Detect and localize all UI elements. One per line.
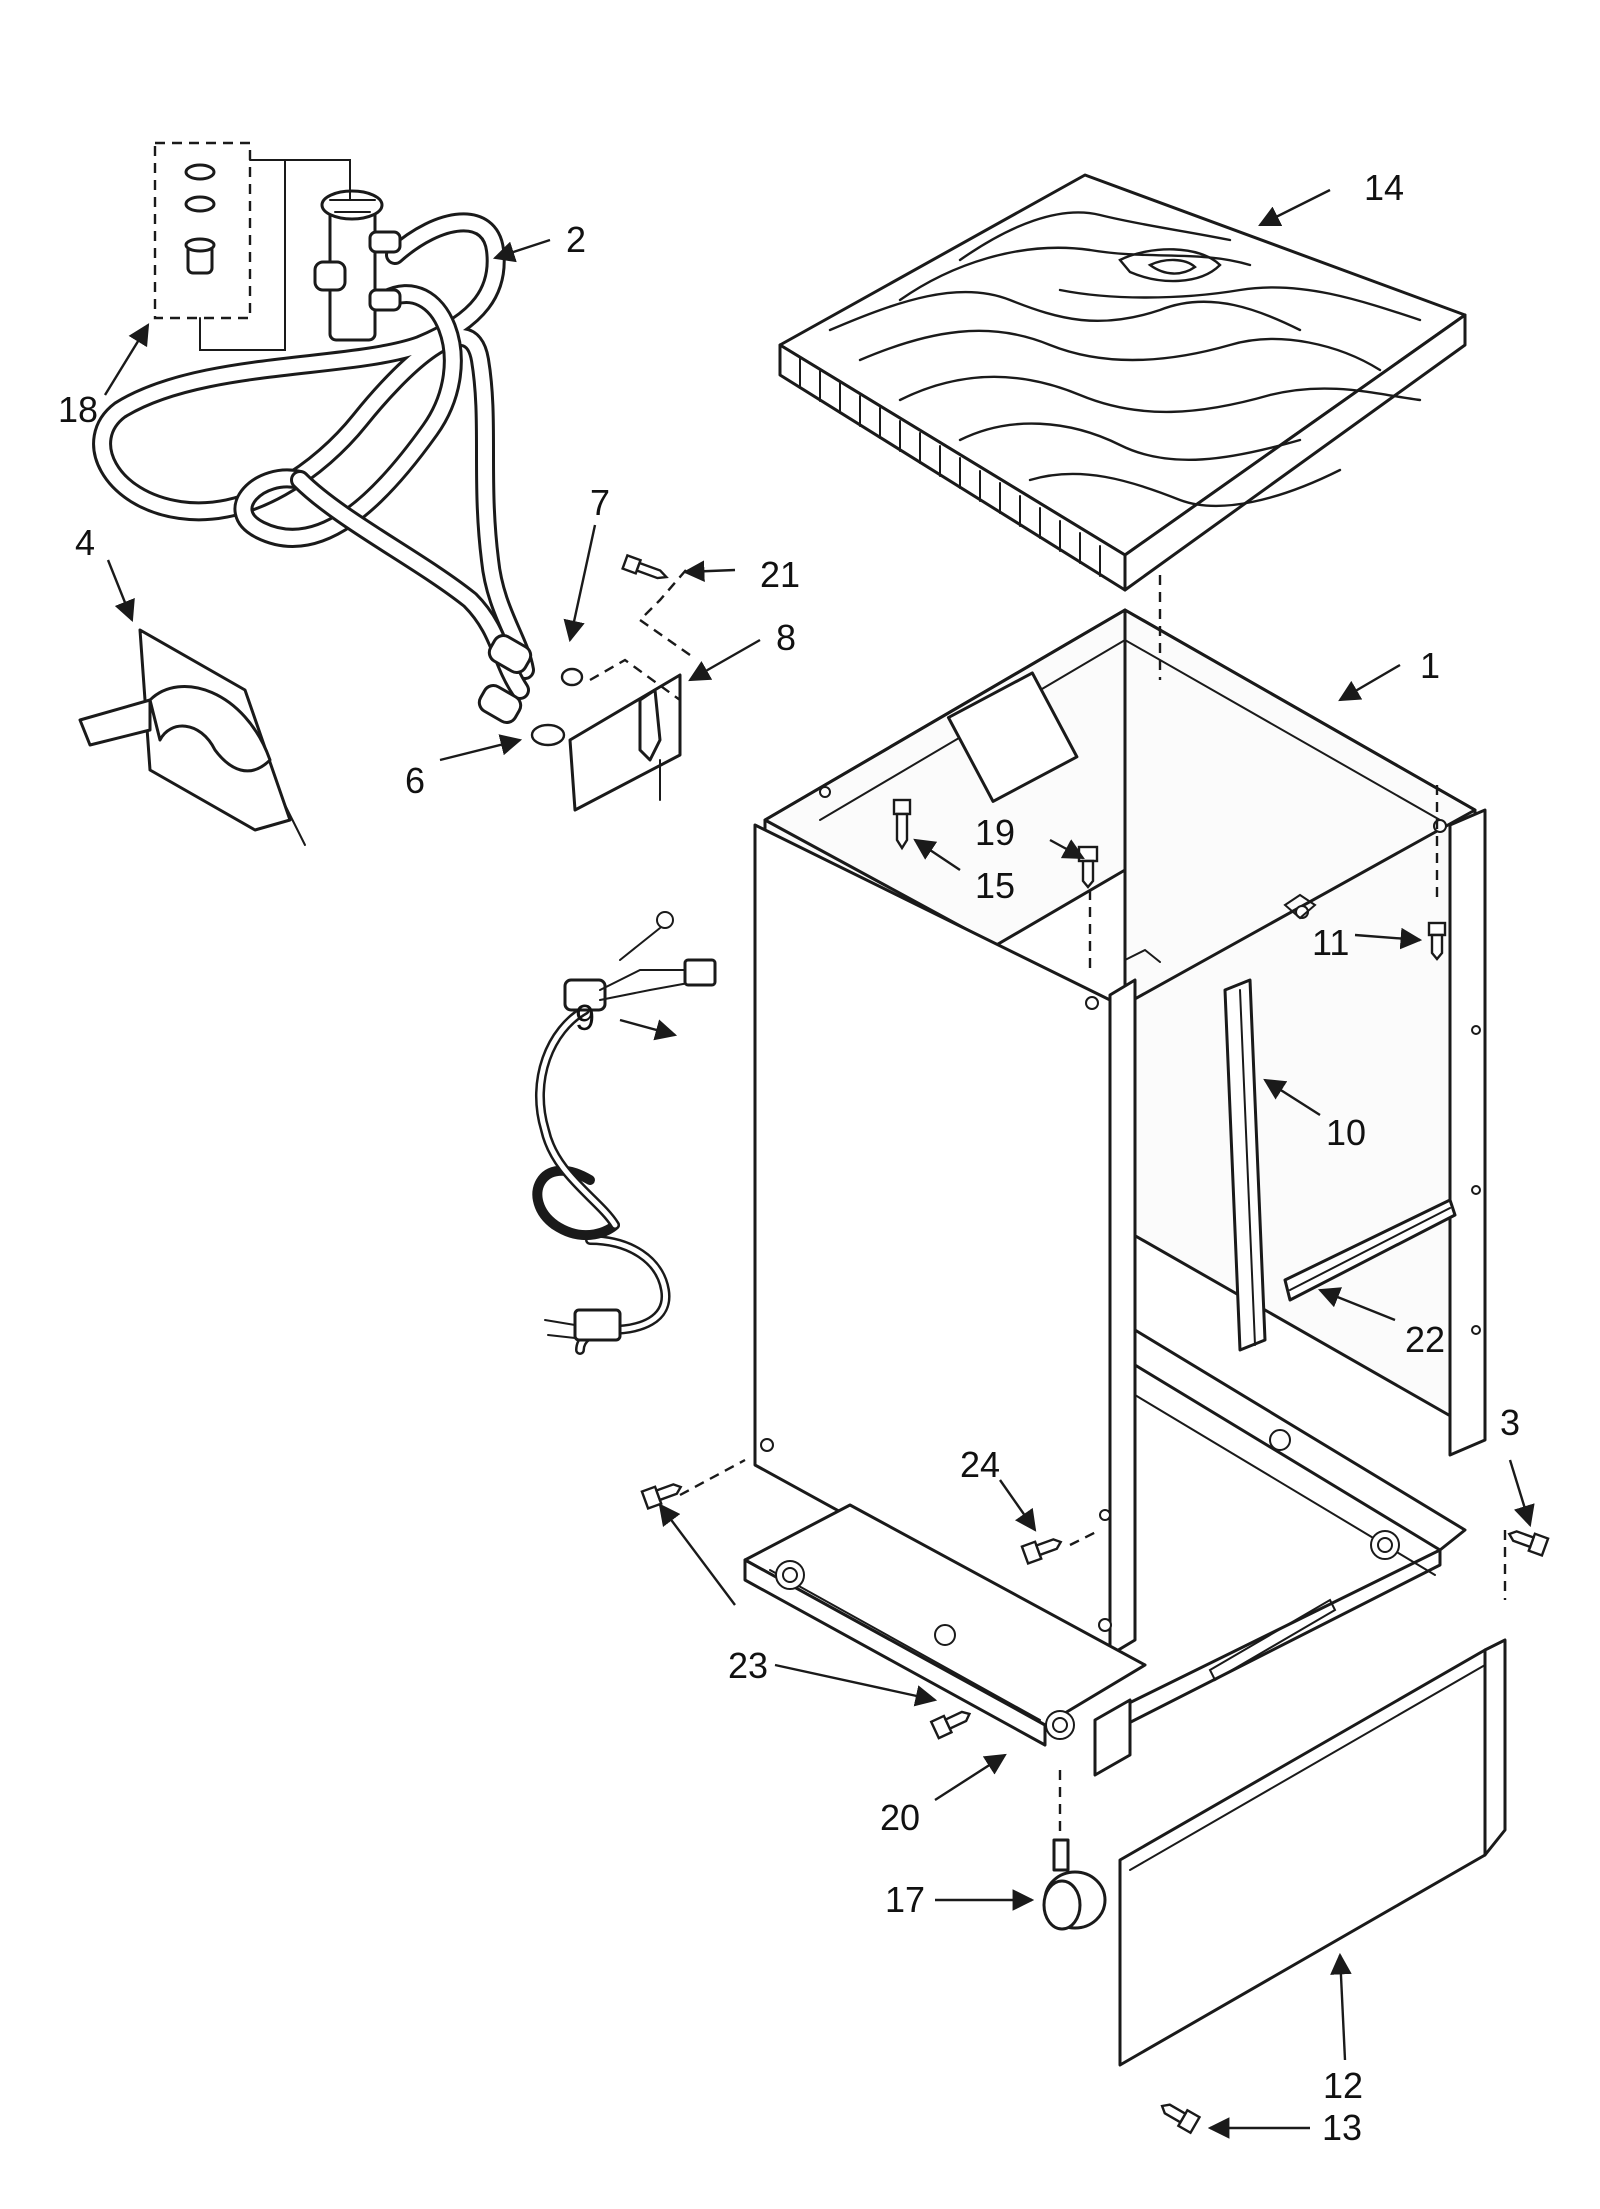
inlet-screen-kit-part bbox=[153, 141, 351, 351]
cabinet-part bbox=[753, 608, 1487, 1662]
callout-17: 17 bbox=[885, 1879, 925, 1920]
callout-20: 20 bbox=[880, 1797, 920, 1838]
hose-bracket-part bbox=[78, 628, 306, 846]
callout-1: 1 bbox=[1420, 645, 1440, 686]
callout-24: 24 bbox=[960, 1444, 1000, 1485]
callout-4: 4 bbox=[75, 522, 95, 563]
base-frame-part bbox=[743, 1328, 1467, 1777]
fasteners bbox=[530, 553, 1550, 2135]
callout-3: 3 bbox=[1500, 1402, 1520, 1443]
access-cover-part bbox=[568, 673, 682, 812]
callout-22: 22 bbox=[1405, 1319, 1445, 1360]
fill-hose-part bbox=[92, 189, 535, 724]
callout-14: 14 bbox=[1364, 167, 1404, 208]
angle-bracket-part bbox=[1283, 1198, 1457, 1302]
wood-top-part bbox=[778, 173, 1467, 592]
leader-arrows bbox=[103, 188, 1535, 2139]
callout-10: 10 bbox=[1326, 1112, 1366, 1153]
callout-15: 15 bbox=[975, 865, 1015, 906]
callout-18: 18 bbox=[58, 389, 98, 430]
callout-2: 2 bbox=[566, 219, 586, 260]
callout-9: 9 bbox=[575, 997, 595, 1038]
callout-23-a: 23 bbox=[728, 1645, 768, 1686]
assembly-lines bbox=[589, 569, 1507, 1835]
callout-6: 6 bbox=[405, 760, 425, 801]
callout-11: 11 bbox=[1312, 922, 1349, 963]
callout-12: 12 bbox=[1323, 2065, 1363, 2106]
callout-7: 7 bbox=[590, 482, 610, 523]
callout-13: 13 bbox=[1322, 2107, 1362, 2148]
callout-21: 21 bbox=[760, 554, 800, 595]
caster-part bbox=[1042, 1838, 1107, 1931]
channel-bracket-part bbox=[1223, 978, 1267, 1352]
toe-panel-part bbox=[1118, 1638, 1507, 2067]
callout-8: 8 bbox=[776, 617, 796, 658]
callout-labels: 14 2 18 4 7 21 8 6 1 9 15 19 11 10 22 3 … bbox=[58, 167, 1520, 2148]
callout-19: 19 bbox=[975, 812, 1015, 853]
power-cord-part bbox=[532, 911, 717, 1355]
